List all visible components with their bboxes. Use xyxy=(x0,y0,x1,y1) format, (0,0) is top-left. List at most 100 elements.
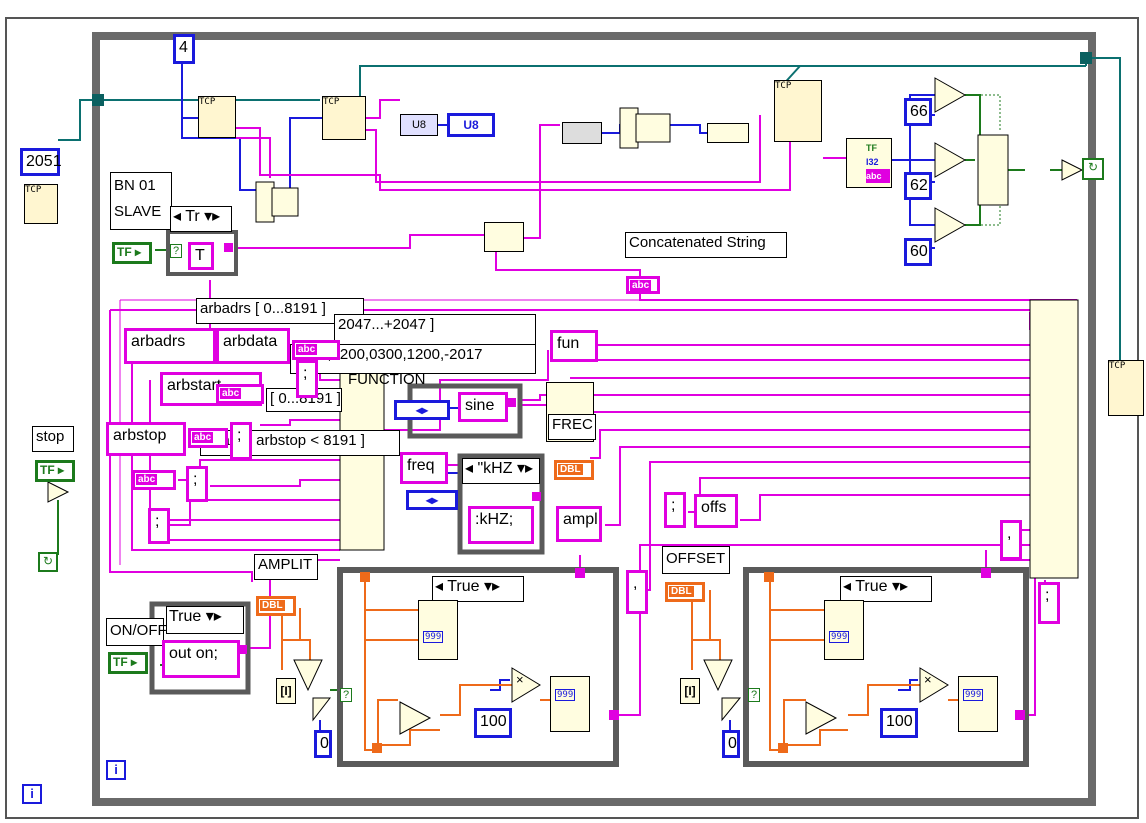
string-offs[interactable]: offs xyxy=(694,494,738,528)
string-arbdata[interactable]: arbdata xyxy=(216,328,290,364)
tunnel-right xyxy=(1080,52,1092,64)
onoff-case-selector[interactable]: True ▾▸ xyxy=(166,606,244,634)
tunnel-amplit-bottom xyxy=(372,743,382,753)
string-T[interactable]: T xyxy=(188,242,214,270)
tunnel-amplit-in xyxy=(360,572,370,582)
function-ring[interactable]: ◂▸ xyxy=(394,400,450,420)
amplit-control[interactable]: DBL xyxy=(256,596,296,616)
string-semi-1[interactable]: ; xyxy=(296,360,318,398)
string-to-byte-array-icon xyxy=(562,122,602,144)
tcp-text: TCP xyxy=(25,185,41,195)
hundred-constant-right[interactable]: 100 xyxy=(880,708,918,738)
abc-text: abc xyxy=(136,474,157,485)
arbdata-range-label: 2047...+2047 ] xyxy=(334,314,536,346)
tcp-text: TCP xyxy=(199,97,215,107)
amplit-format-node-2: 999 xyxy=(550,676,590,732)
i32-term: I32 xyxy=(866,155,890,169)
case-value: "kHZ xyxy=(477,460,512,477)
bn01-line2: SLAVE xyxy=(114,199,168,225)
offset-format-node-2: 999 xyxy=(958,676,998,732)
tcp-text: TCP xyxy=(1109,361,1125,371)
hundred-constant-left[interactable]: 100 xyxy=(474,708,512,738)
tunnel-amplit-right xyxy=(609,710,619,720)
string-semi-6[interactable]: ; xyxy=(1038,582,1060,624)
semi-abc: abc xyxy=(132,470,176,490)
string-semi-4[interactable]: ; xyxy=(148,508,170,544)
stop-loop-icon[interactable]: ↻ xyxy=(38,552,58,572)
bn01-case-selector[interactable]: ◂ Tr ▾▸ xyxy=(170,206,232,232)
tf-text: TF xyxy=(113,655,128,669)
tunnel-bn01 xyxy=(224,243,233,252)
compare-constant-62[interactable]: 62 xyxy=(904,172,932,200)
tcp-write-icon: TCP xyxy=(774,80,822,142)
bytes-constant[interactable]: 4 xyxy=(173,34,195,64)
abc-term: abc xyxy=(866,169,890,183)
u8-indicator[interactable]: U8 xyxy=(447,113,495,137)
bn01-label: BN 01 SLAVE xyxy=(110,172,172,230)
tunnel-left xyxy=(92,94,104,106)
khz-ring[interactable]: ◂▸ xyxy=(406,490,458,510)
tcp-listen-icon: TCP xyxy=(24,184,58,224)
loop-continue-icon[interactable]: ↻ xyxy=(1082,158,1104,180)
stop-button[interactable]: TF ▸ xyxy=(35,460,75,482)
case-value: True xyxy=(855,578,887,595)
zero-constant-right[interactable]: 0 xyxy=(722,730,740,758)
loop-iteration-inner: i xyxy=(106,760,126,780)
onoff-label: ON/OFF xyxy=(106,618,164,646)
string-khz[interactable]: :kHZ; xyxy=(468,506,534,544)
offset-case-selector[interactable]: ◂ True ▾▸ xyxy=(840,576,932,602)
port-constant[interactable]: 2051 xyxy=(20,148,60,176)
amplit-label: AMPLIT xyxy=(254,554,318,580)
onoff-control[interactable]: TF ▸ xyxy=(108,652,148,674)
fmt-999: 999 xyxy=(423,631,443,643)
case-selector-amplit: ? xyxy=(340,688,352,702)
string-comma-1[interactable]: , xyxy=(626,570,648,614)
concat-node-top xyxy=(707,123,749,143)
case-value: True xyxy=(169,608,201,625)
u8-typecast: U8 xyxy=(400,114,438,136)
concat-big xyxy=(1030,300,1078,578)
bn01-line1: BN 01 xyxy=(114,173,168,199)
string-sine[interactable]: sine xyxy=(458,392,508,422)
concatenated-label: Concatenated String xyxy=(625,232,787,258)
offset-format-node-1: 999 xyxy=(824,600,864,660)
string-ampl[interactable]: ampl xyxy=(556,506,602,542)
case-value: Tr xyxy=(185,208,200,225)
tf-text: TF xyxy=(40,463,55,477)
stop-label: stop xyxy=(32,426,74,452)
string-semi-5[interactable]: ; xyxy=(664,492,686,528)
amplit-format-node-1: 999 xyxy=(418,600,458,660)
abc-text: abc xyxy=(630,280,651,291)
tcp-text: TCP xyxy=(775,81,791,91)
tf-term: TF xyxy=(866,141,890,155)
function-hidden-label: FUNCTION xyxy=(348,370,426,390)
dbl-text: DBL xyxy=(669,586,694,597)
iteration-index-node-right: [I] xyxy=(680,678,700,704)
tcp-read-icon-2: TCP xyxy=(322,96,366,140)
bn01-boolean[interactable]: TF ▸ xyxy=(112,242,152,264)
concatenated-indicator[interactable]: abc xyxy=(626,276,660,294)
string-fun[interactable]: fun xyxy=(550,330,598,362)
string-freq[interactable]: freq xyxy=(400,452,448,484)
case-value: True xyxy=(447,578,479,595)
fmt-999: 999 xyxy=(555,689,575,701)
tcp-close-icon: TCP xyxy=(1108,360,1144,416)
compare-constant-66[interactable]: 66 xyxy=(904,98,932,126)
amplit-case-selector[interactable]: ◂ True ▾▸ xyxy=(432,576,524,602)
unbundle-terminals: TF I32 abc xyxy=(866,141,890,186)
string-arbadrs[interactable]: arbadrs xyxy=(124,328,216,364)
zero-constant-left[interactable]: 0 xyxy=(314,730,332,758)
offset-control[interactable]: DBL xyxy=(665,582,705,602)
abc-text: abc xyxy=(296,344,317,355)
compare-constant-60[interactable]: 60 xyxy=(904,238,932,266)
string-arbstop[interactable]: arbstop xyxy=(106,422,186,456)
tunnel-khz xyxy=(532,492,541,501)
string-semi-3[interactable]: ; xyxy=(186,466,208,502)
string-out-on[interactable]: out on; xyxy=(162,640,240,678)
string-semi-2[interactable]: ; xyxy=(230,422,252,460)
string-comma-2[interactable]: , xyxy=(1000,520,1022,560)
khz-case-selector[interactable]: ◂ "kHZ ▾▸ xyxy=(462,458,540,484)
case-selector-terminal: ? xyxy=(170,244,182,258)
frec-control[interactable]: DBL xyxy=(554,460,594,480)
